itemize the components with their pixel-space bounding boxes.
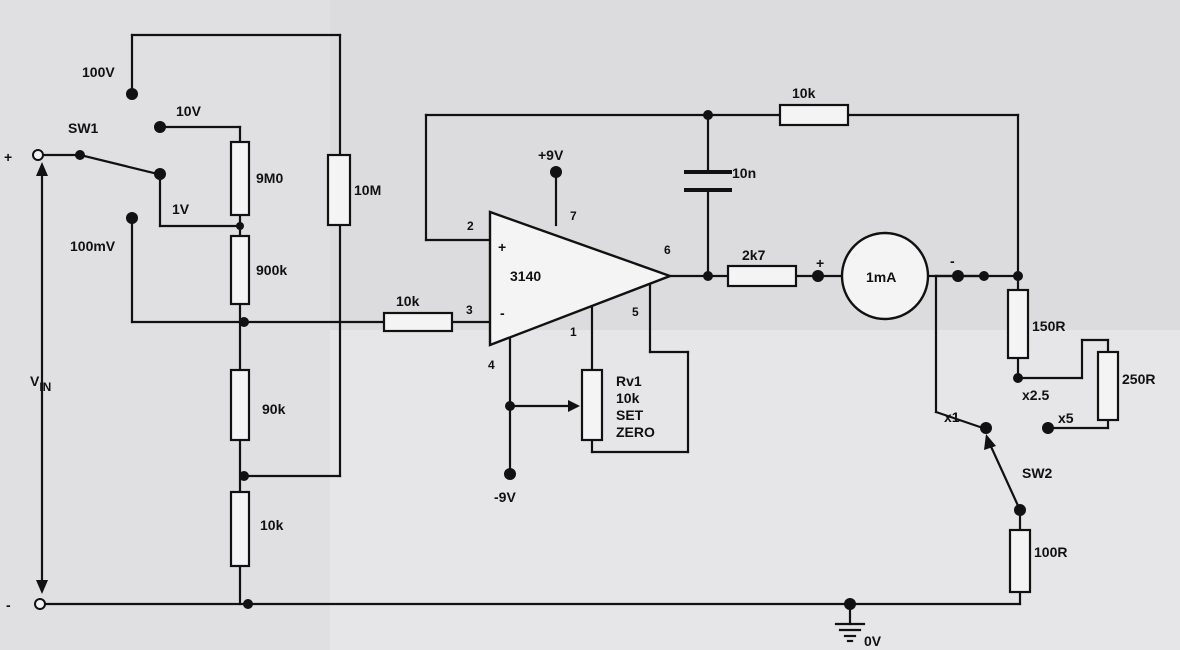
label-100v: 100V xyxy=(82,64,115,80)
label-meter: 1mA xyxy=(866,269,896,285)
label-pin-3: 3 xyxy=(466,303,473,317)
label-pin-1: 1 xyxy=(570,325,577,339)
label-10k-input: 10k xyxy=(396,293,420,309)
label-0v: 0V xyxy=(864,633,882,649)
label-90k: 90k xyxy=(262,401,286,417)
resistor-100r xyxy=(1008,528,1032,594)
label-100mv: 100mV xyxy=(70,238,116,254)
label-vin: VIN xyxy=(30,373,51,394)
opamp-3140 xyxy=(488,210,674,347)
label-set: SET xyxy=(616,407,644,423)
label-x1: x1 xyxy=(944,409,960,425)
label-meter-plus: + xyxy=(816,255,824,271)
resistor-150r xyxy=(1006,288,1030,360)
label-10m: 10M xyxy=(354,182,381,198)
background-page-left xyxy=(0,0,330,650)
terminal-plus xyxy=(32,149,44,161)
label-plus-9v: +9V xyxy=(538,147,564,163)
label-terminal-plus: + xyxy=(4,149,12,165)
resistor-90k xyxy=(229,368,251,442)
resistor-900k xyxy=(229,234,251,306)
rv1-wiper-arrow xyxy=(568,400,580,412)
label-9m0: 9M0 xyxy=(256,170,283,186)
junction-dots xyxy=(75,88,1054,610)
label-10k-feedback: 10k xyxy=(792,85,816,101)
meter-1ma xyxy=(840,231,930,321)
resistor-10k-feedback xyxy=(778,103,850,127)
label-x5: x5 xyxy=(1058,410,1074,426)
label-opamp-plus: + xyxy=(498,239,506,255)
resistor-10k-divider xyxy=(229,490,251,568)
label-sw2: SW2 xyxy=(1022,465,1053,481)
label-900k: 900k xyxy=(256,262,287,278)
resistor-10k-input xyxy=(382,311,454,333)
label-opamp-minus: - xyxy=(500,305,505,321)
label-sw1: SW1 xyxy=(68,120,99,136)
label-pin-6: 6 xyxy=(664,243,671,257)
label-pin-2: 2 xyxy=(467,219,474,233)
label-250r: 250R xyxy=(1122,371,1155,387)
label-pin-7: 7 xyxy=(570,209,577,223)
resistor-250r xyxy=(1096,350,1120,422)
label-100r: 100R xyxy=(1034,544,1067,560)
label-10k-divider: 10k xyxy=(260,517,284,533)
resistor-2k7 xyxy=(726,264,798,288)
wires xyxy=(40,33,1110,643)
label-zero: ZERO xyxy=(616,424,655,440)
label-2k7: 2k7 xyxy=(742,247,766,263)
resistor-rv1 xyxy=(580,368,604,442)
label-pin-5: 5 xyxy=(632,305,639,319)
resistor-10m xyxy=(326,153,352,227)
label-150r: 150R xyxy=(1032,318,1065,334)
label-terminal-minus: - xyxy=(6,597,11,613)
label-opamp: 3140 xyxy=(510,268,541,284)
label-rv1-value: 10k xyxy=(616,390,640,406)
resistor-9m0 xyxy=(229,140,251,217)
label-10v: 10V xyxy=(176,103,202,119)
label-minus-9v: -9V xyxy=(494,489,516,505)
capacitor-10n xyxy=(684,170,732,192)
terminal-minus xyxy=(34,598,46,610)
label-x25: x2.5 xyxy=(1022,387,1049,403)
sw2-wiper-arrow xyxy=(984,434,996,450)
vin-arrow xyxy=(36,162,48,594)
label-1v: 1V xyxy=(172,201,190,217)
label-10n: 10n xyxy=(732,165,756,181)
label-rv1: Rv1 xyxy=(616,373,642,389)
label-pin-4: 4 xyxy=(488,358,495,372)
label-meter-minus: - xyxy=(950,253,955,269)
